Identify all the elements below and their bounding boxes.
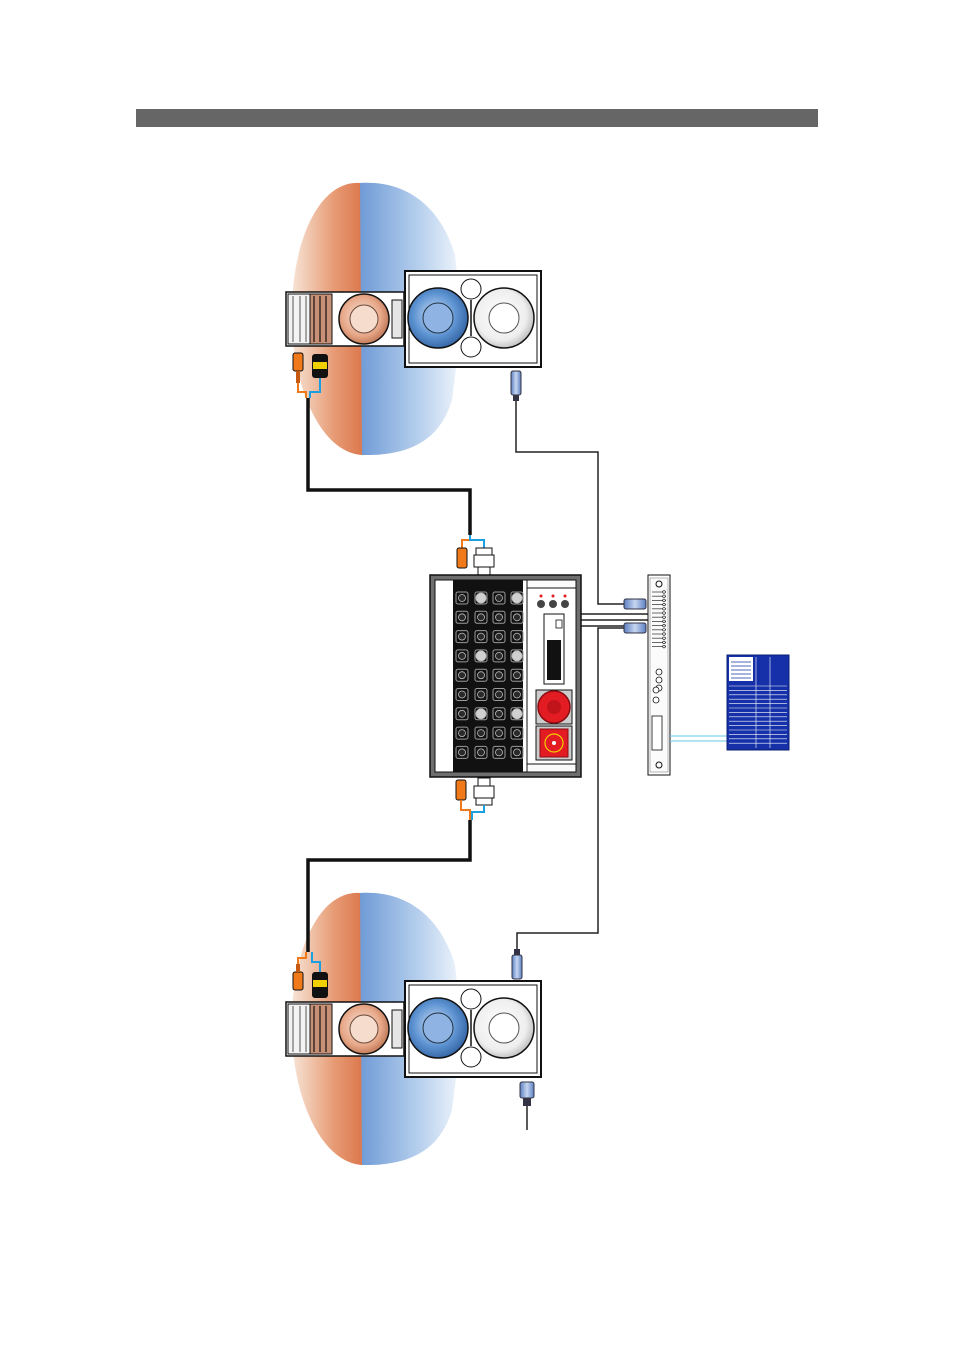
processor-led	[663, 616, 666, 619]
processor-led	[663, 608, 666, 611]
processor-xlr-connectors	[624, 599, 646, 633]
amp-socket-center	[459, 633, 466, 640]
network-lines	[670, 736, 727, 741]
processor-led	[663, 629, 666, 632]
amp-socket-center	[478, 633, 485, 640]
amp-socket-center	[496, 614, 503, 621]
processor-led	[663, 641, 666, 644]
bottom-speaker-icon	[286, 893, 541, 1165]
processor-display	[652, 716, 662, 750]
processor-jack	[653, 687, 659, 693]
amp-socket-center	[459, 672, 466, 679]
processor-led	[663, 599, 666, 602]
processor-led	[663, 591, 666, 594]
top-loudspeaker-system	[286, 183, 541, 455]
amp-socket-center	[459, 749, 466, 756]
control-software	[727, 655, 789, 750]
amp-socket-center	[459, 595, 466, 602]
amp-socket-center	[476, 593, 486, 603]
amp-socket-center	[514, 614, 521, 621]
amp-socket-center	[476, 651, 486, 661]
amp-socket-center	[496, 730, 503, 737]
amp-socket-center	[496, 633, 503, 640]
amp-socket-center	[512, 593, 522, 603]
amp-rack-bottom-connectors	[456, 778, 494, 820]
top-xlr-connector	[511, 371, 521, 401]
amp-socket-center	[459, 730, 466, 737]
amp-socket-center	[478, 672, 485, 679]
amp-socket-center	[514, 691, 521, 698]
amp-socket-center	[496, 749, 503, 756]
amp-socket-center	[496, 710, 503, 717]
amp-socket-center	[459, 652, 466, 659]
amp-socket-center	[496, 652, 503, 659]
bottom-loudspeaker-system	[286, 893, 541, 1165]
system-processor	[648, 575, 670, 775]
amp-socket-center	[478, 614, 485, 621]
processor-knob	[656, 677, 662, 683]
amp-socket-center	[514, 672, 521, 679]
processor-led	[663, 637, 666, 640]
amp-socket-center	[476, 709, 486, 719]
processor-led	[663, 624, 666, 627]
amp-socket-center	[512, 651, 522, 661]
top-speaker-icon	[286, 183, 541, 455]
amp-socket-center	[496, 672, 503, 679]
amp-rack-top-connectors	[457, 535, 494, 575]
processor-led	[663, 595, 666, 598]
bottom-xlr-connector-in	[512, 949, 522, 979]
amp-socket-center	[514, 749, 521, 756]
amp-socket-center	[496, 691, 503, 698]
processor-led	[663, 633, 666, 636]
bottom-xlr-connector-out	[520, 1082, 534, 1130]
processor-led	[663, 645, 666, 648]
amp-socket-center	[512, 709, 522, 719]
power-connector-square	[536, 726, 572, 760]
amp-socket-center	[459, 691, 466, 698]
amplifier-rack	[430, 575, 581, 777]
amp-socket-center	[514, 633, 521, 640]
processor-knob	[656, 669, 662, 675]
processor-led	[663, 612, 666, 615]
amp-socket-center	[496, 595, 503, 602]
amp-socket-center	[478, 749, 485, 756]
processor-led	[663, 603, 666, 606]
amp-socket-center	[478, 730, 485, 737]
amp-socket-center	[459, 710, 466, 717]
amp-socket-center	[478, 691, 485, 698]
amp-socket-center	[459, 614, 466, 621]
amp-socket-center	[514, 730, 521, 737]
processor-jack	[653, 697, 659, 703]
power-connector-round	[536, 690, 572, 724]
processor-led	[663, 620, 666, 623]
